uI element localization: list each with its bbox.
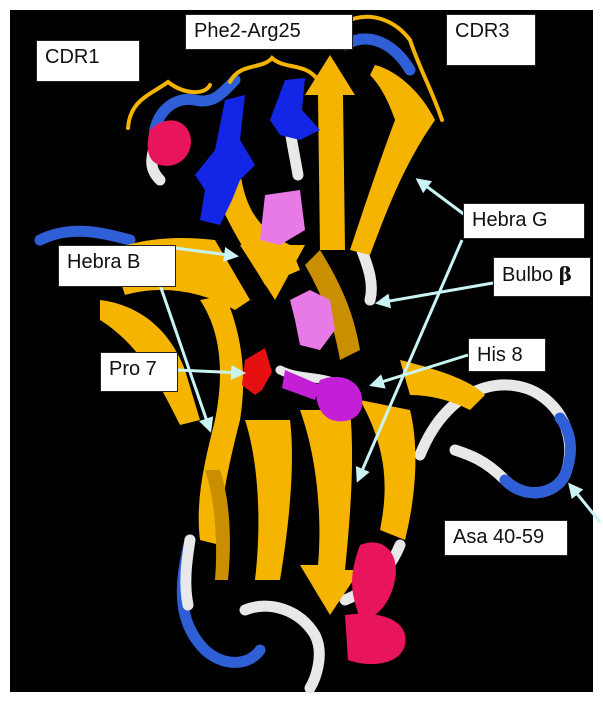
label-hebra-b-text: Hebra B bbox=[67, 251, 140, 273]
label-bulbo-text: Bulbo bbox=[502, 264, 559, 286]
beta-symbol: β bbox=[559, 262, 572, 286]
label-cdr3-text: CDR3 bbox=[455, 20, 509, 42]
label-cdr1: CDR1 bbox=[36, 40, 140, 82]
label-hebra-b: Hebra B bbox=[58, 245, 176, 287]
label-pro7-text: Pro 7 bbox=[109, 358, 157, 380]
label-phe2-arg25: Phe2-Arg25 bbox=[185, 14, 353, 50]
label-bulbo-beta: Bulbo β bbox=[493, 257, 591, 297]
label-asa-text: Asa 40-59 bbox=[453, 526, 544, 548]
label-his8-text: His 8 bbox=[477, 344, 523, 366]
label-asa-40-59: Asa 40-59 bbox=[444, 520, 568, 556]
label-his8: His 8 bbox=[468, 338, 546, 372]
label-cdr1-text: CDR1 bbox=[45, 46, 99, 68]
label-pro7: Pro 7 bbox=[100, 352, 178, 392]
label-cdr3: CDR3 bbox=[446, 14, 536, 66]
label-hebra-g-text: Hebra G bbox=[472, 209, 548, 231]
coil-bottom-left-white bbox=[186, 540, 190, 605]
label-hebra-g: Hebra G bbox=[463, 203, 585, 239]
label-phe2-arg25-text: Phe2-Arg25 bbox=[194, 20, 301, 42]
